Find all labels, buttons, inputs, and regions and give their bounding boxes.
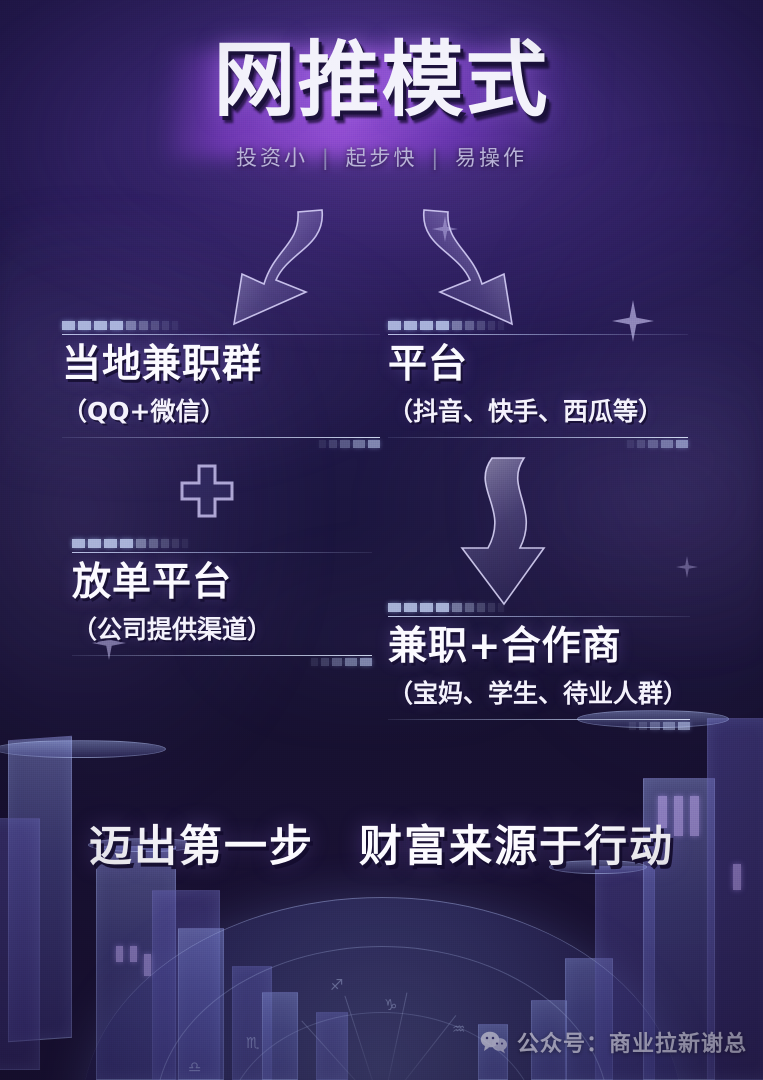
glitch-decor-tail [319, 440, 380, 449]
glitch-decor-bar [388, 318, 688, 330]
plus-icon [180, 464, 234, 518]
flow-block-subtitle: （宝妈、学生、待业人群） [388, 679, 689, 709]
watermark: 公众号：商业拉新谢总 [480, 1026, 747, 1058]
block-bottom-rule [62, 437, 380, 449]
page-title: 网推模式 [213, 33, 550, 128]
flow-block-title: 兼职+合作商 [388, 624, 622, 669]
zodiac-glyph: ♏ [246, 1034, 260, 1052]
building-left-cap [0, 740, 166, 758]
glitch-decor-tail [629, 722, 690, 731]
glitch-decor-tail [311, 658, 372, 667]
block-top-rule [62, 334, 380, 335]
flow-block-release-platform: 放单平台 （公司提供渠道） [72, 536, 372, 667]
glitch-decor-bar [72, 536, 372, 548]
block-bottom-rule [388, 719, 690, 731]
flow-block-subtitle: （公司提供渠道） [72, 615, 273, 645]
window-light [116, 946, 123, 962]
flow-block-subtitle: （抖音、快手、西瓜等） [388, 397, 664, 427]
flow-block-title: 放单平台 [72, 560, 233, 605]
subtitle-item-3: 易操作 [454, 146, 527, 170]
glitch-decor-bar [62, 318, 380, 330]
flow-block-platform: 平台 （抖音、快手、西瓜等） [388, 318, 688, 449]
glitch-decor-tail [627, 440, 688, 449]
window-light [130, 946, 137, 962]
subtitle: 投资小 | 起步快 | 易操作 [0, 142, 763, 172]
window-light [144, 954, 151, 976]
watermark-text: 公众号：商业拉新谢总 [516, 1032, 747, 1057]
block-top-rule [388, 334, 688, 335]
flow-block-title: 平台 [388, 342, 469, 387]
subtitle-item-1: 投资小 [236, 146, 309, 170]
block-top-rule [388, 616, 690, 617]
wechat-bubbles-icon [480, 1031, 508, 1054]
subtitle-separator: | [431, 146, 442, 170]
zodiac-glyph: ♎ [188, 1058, 202, 1076]
title-area: 网推模式 投资小 | 起步快 | 易操作 [0, 40, 763, 172]
flow-block-local-group: 当地兼职群 （QQ+微信） [62, 318, 380, 449]
zodiac-glyph: ♒ [452, 1020, 466, 1038]
slogan-text: 迈出第一步 财富来源于行动 [89, 822, 674, 872]
zodiac-glyph: ♐ [330, 976, 344, 994]
zodiac-glyph: ♑ [384, 996, 398, 1014]
glitch-decor-bar [388, 600, 690, 612]
subtitle-separator: | [321, 146, 332, 170]
flow-block-subtitle: （QQ+微信） [62, 397, 226, 427]
block-bottom-rule [72, 655, 372, 667]
flow-block-partner: 兼职+合作商 （宝妈、学生、待业人群） [388, 600, 690, 731]
block-top-rule [72, 552, 372, 553]
subtitle-item-2: 起步快 [345, 146, 418, 170]
flow-block-title: 当地兼职群 [62, 342, 263, 387]
block-bottom-rule [388, 437, 688, 449]
